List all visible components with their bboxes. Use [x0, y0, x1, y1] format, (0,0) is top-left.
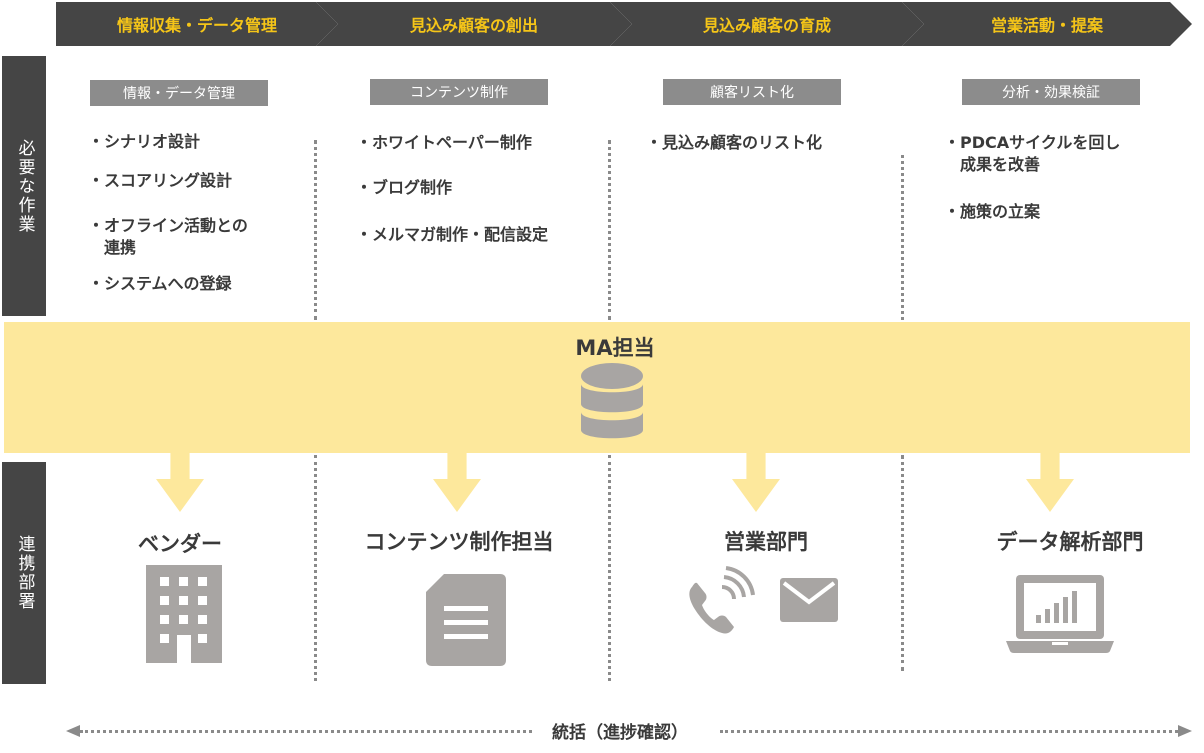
- footer-left-arrowhead: [66, 725, 80, 737]
- database-icon: [581, 363, 643, 439]
- side-label-departments: 連携部署: [2, 462, 46, 684]
- side-label-text: 連携部署: [14, 535, 35, 611]
- mail-icon: [780, 578, 838, 622]
- column-divider: [314, 140, 317, 320]
- stage-label: 見込み顧客の育成: [702, 16, 831, 35]
- task-item: ・ブログ制作: [356, 178, 453, 197]
- down-arrow: [732, 452, 780, 512]
- footer-label: 統括（進捗確認）: [552, 723, 688, 743]
- column-tag-1: 情報・データ管理: [90, 80, 268, 106]
- task-item: ・オフライン活動との 連携: [88, 216, 248, 257]
- stage-label: 営業活動・提案: [990, 16, 1103, 35]
- column-tag-3: 顧客リスト化: [663, 79, 841, 105]
- building-icon: [146, 565, 222, 663]
- side-label-tasks: 必要な作業: [2, 56, 46, 316]
- task-item: ・施策の立案: [944, 202, 1041, 221]
- column-divider: [608, 140, 611, 320]
- stage-chevron-4: 営業活動・提案: [902, 2, 1192, 46]
- department-label: データ解析部門: [996, 530, 1144, 554]
- phone-icon: [689, 566, 755, 634]
- task-item: ・スコアリング設計: [88, 171, 233, 190]
- column-divider: [901, 155, 904, 320]
- task-item: ・システムへの登録: [88, 274, 232, 293]
- column-divider: [901, 455, 904, 671]
- column-divider: [314, 455, 317, 681]
- stage-label: 情報収集・データ管理: [116, 16, 277, 35]
- task-item: ・メルマガ制作・配信設定: [356, 225, 549, 244]
- stage-chevron-1: 情報収集・データ管理: [56, 2, 338, 46]
- side-label-text: 必要な作業: [14, 138, 35, 234]
- department-label: 営業部門: [724, 530, 808, 554]
- stage-label: 見込み顧客の創出: [409, 16, 538, 35]
- laptop-chart-icon: [1006, 575, 1114, 653]
- footer-right-arrowhead: [1178, 725, 1192, 737]
- down-arrow: [1026, 452, 1074, 512]
- task-item: ・PDCAサイクルを回し 成果を改善: [944, 133, 1121, 174]
- column-divider: [608, 455, 611, 681]
- footer-dotted-line-left: [80, 730, 532, 733]
- department-label: ベンダー: [138, 532, 222, 556]
- department-label: コンテンツ制作担当: [364, 530, 554, 554]
- task-item: ・ホワイトペーパー制作: [356, 133, 532, 152]
- task-item: ・シナリオ設計: [88, 132, 201, 151]
- document-icon: [426, 574, 506, 666]
- ma-title: MA担当: [575, 336, 655, 360]
- down-arrow: [433, 452, 481, 512]
- column-tag-4: 分析・効果検証: [962, 79, 1140, 105]
- column-tag-2: コンテンツ制作: [370, 79, 548, 105]
- stage-chevron-3: 見込み顧客の育成: [610, 2, 924, 46]
- footer-dotted-line-right: [720, 730, 1178, 733]
- down-arrow: [156, 452, 204, 512]
- task-item: ・見込み顧客のリスト化: [646, 133, 823, 152]
- stage-chevron-2: 見込み顧客の創出: [316, 2, 632, 46]
